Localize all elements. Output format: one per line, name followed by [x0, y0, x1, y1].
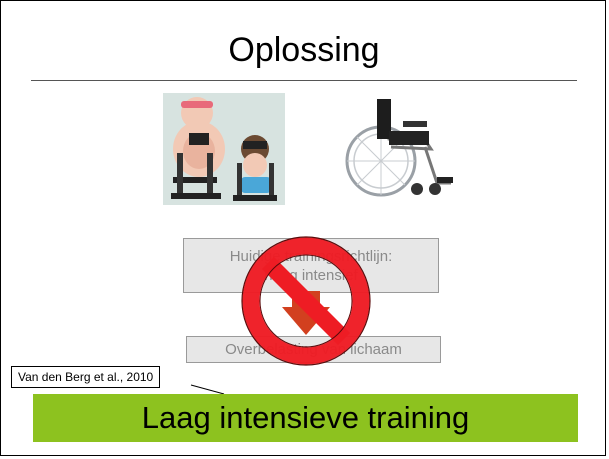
treadmill-exercise-illustration: [163, 93, 285, 205]
conclusion-banner: Laag intensieve training: [33, 394, 578, 442]
no-entry-prohibition-icon: [241, 236, 371, 366]
reference-citation: Van den Berg et al., 2010: [11, 366, 161, 388]
reference-pointer: [190, 384, 225, 395]
wheelchair-illustration: [345, 99, 453, 197]
slide-title: Oplossing: [228, 31, 380, 69]
title-divider: [31, 80, 577, 81]
